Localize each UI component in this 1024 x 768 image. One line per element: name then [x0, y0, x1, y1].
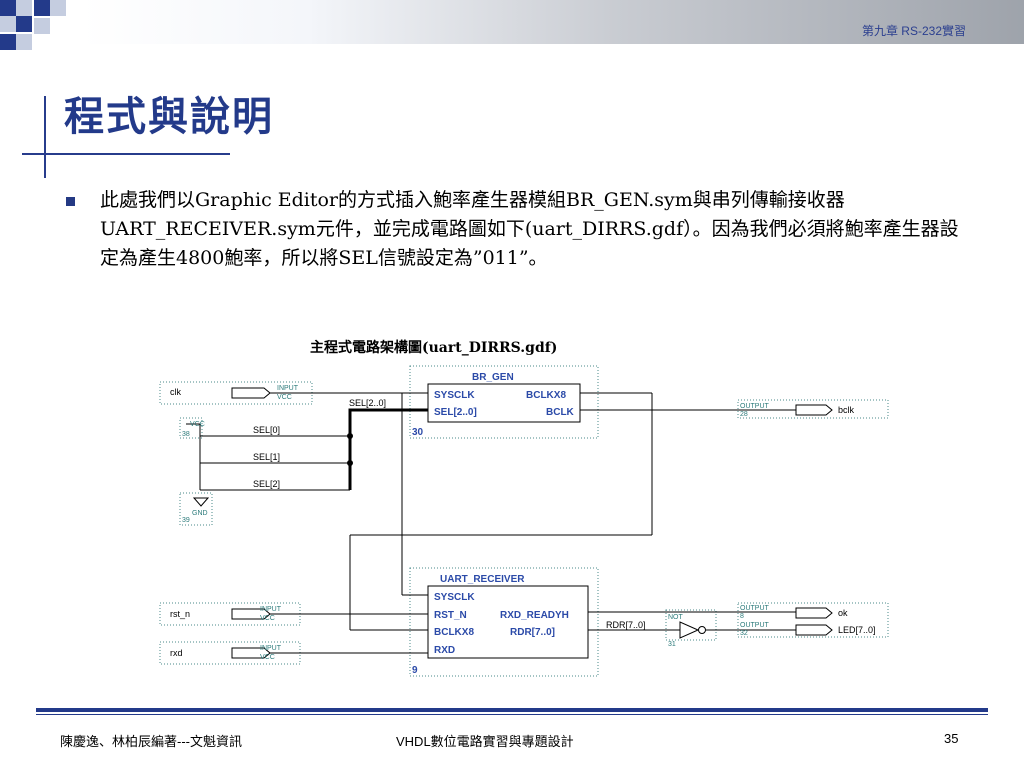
- title-vertical-rule: [44, 96, 46, 178]
- output-ok: ok: [838, 608, 848, 618]
- net-sel-bus: SEL[2..0]: [349, 398, 386, 408]
- svg-text:30: 30: [412, 427, 424, 438]
- svg-text:INPUT: INPUT: [260, 645, 282, 652]
- net-sel1: SEL[1]: [253, 452, 280, 462]
- svg-text:INPUT: INPUT: [277, 385, 299, 392]
- footer-rule-thin: [36, 714, 988, 715]
- chapter-label: 第九章 RS-232實習: [861, 24, 966, 38]
- circuit-schematic: clk rst_n rxd bclk ok LED[7..0] SEL[2..0…: [159, 365, 889, 677]
- svg-text:BCLK: BCLK: [546, 407, 575, 418]
- net-sel2: SEL[2]: [253, 479, 280, 489]
- br-gen-name: BR_GEN: [472, 372, 514, 383]
- svg-text:INPUT: INPUT: [260, 606, 282, 613]
- svg-text:32: 32: [740, 630, 748, 637]
- svg-text:SYSCLK: SYSCLK: [434, 592, 475, 603]
- svg-text:RST_N: RST_N: [434, 610, 467, 621]
- svg-text:38: 38: [182, 431, 190, 438]
- header-bar: [0, 0, 1024, 44]
- net-rdr: RDR[7..0]: [606, 620, 646, 630]
- svg-text:8: 8: [740, 613, 744, 620]
- svg-text:OUTPUT: OUTPUT: [740, 403, 770, 410]
- svg-text:OUTPUT: OUTPUT: [740, 622, 770, 629]
- svg-text:RDR[7..0]: RDR[7..0]: [510, 627, 555, 638]
- footer-rule-thick: [36, 708, 988, 712]
- svg-text:RXD_READYH: RXD_READYH: [500, 610, 569, 621]
- svg-text:SYSCLK: SYSCLK: [434, 390, 475, 401]
- svg-text:VCC: VCC: [277, 394, 292, 401]
- title-horizontal-rule: [22, 153, 230, 155]
- svg-text:31: 31: [668, 641, 676, 648]
- net-sel0: SEL[0]: [253, 425, 280, 435]
- input-rxd: rxd: [170, 648, 183, 658]
- svg-text:28: 28: [740, 411, 748, 418]
- footer-author: 陳慶逸、林柏辰編著---文魁資訊: [60, 734, 242, 749]
- slide-title: 程式與說明: [64, 93, 274, 140]
- output-led: LED[7..0]: [838, 625, 876, 635]
- svg-text:VCC: VCC: [190, 421, 205, 428]
- svg-text:OUTPUT: OUTPUT: [740, 605, 770, 612]
- svg-text:39: 39: [182, 517, 190, 524]
- diagram-caption: 主程式電路架構圖(uart_DIRRS.gdf): [310, 340, 558, 356]
- svg-text:BCLKX8: BCLKX8: [434, 627, 474, 638]
- svg-text:SEL[2..0]: SEL[2..0]: [434, 407, 477, 418]
- bullet-marker: [66, 197, 75, 206]
- page-number: 35: [944, 731, 959, 746]
- svg-text:9: 9: [412, 665, 418, 676]
- svg-text:RXD: RXD: [434, 645, 455, 656]
- bullet-text: 此處我們以Graphic Editor的方式插入鮑率產生器模組BR_GEN.sy…: [100, 189, 959, 269]
- input-rst-n: rst_n: [170, 609, 190, 619]
- svg-text:VCC: VCC: [260, 615, 275, 622]
- footer-book-title: VHDL數位電路實習與專題設計: [396, 734, 574, 749]
- svg-text:GND: GND: [192, 510, 208, 517]
- svg-text:BCLKX8: BCLKX8: [526, 390, 566, 401]
- svg-text:VCC: VCC: [260, 654, 275, 661]
- svg-text:NOT: NOT: [668, 614, 684, 621]
- logo-squares: [0, 0, 80, 60]
- input-clk: clk: [170, 387, 181, 397]
- uart-receiver-name: UART_RECEIVER: [440, 574, 525, 585]
- output-bclk: bclk: [838, 405, 855, 415]
